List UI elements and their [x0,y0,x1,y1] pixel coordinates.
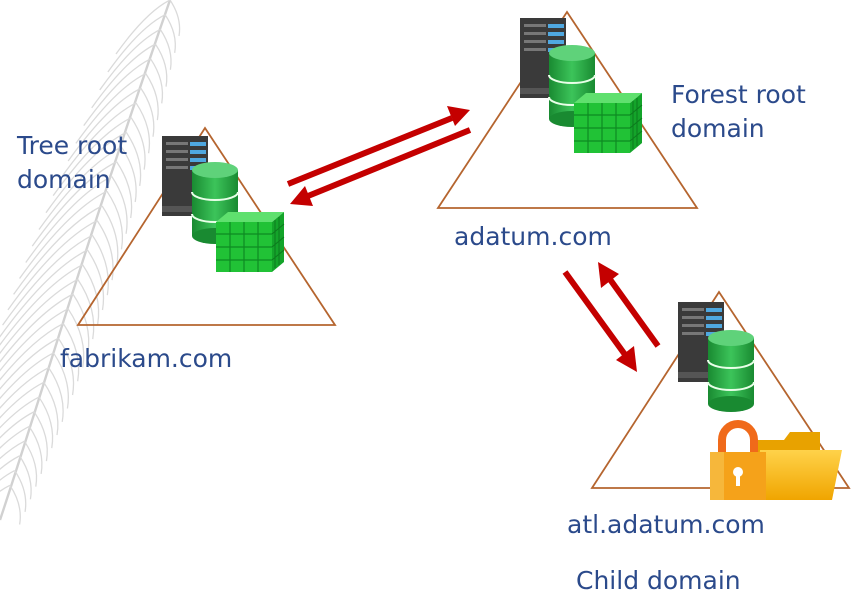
database-icon [707,330,755,412]
adatum-domain-label: adatum.com [454,222,612,251]
forest-root-label: Forest root domain [671,78,806,146]
object-cube-icon [574,93,643,153]
tree-root-line-2: domain [17,165,111,194]
lock-icon [710,420,766,500]
arrow-to-fabrikam [290,127,472,206]
tree-root-label: Tree root domain [17,129,127,197]
feather-decoration [0,0,181,525]
atl-domain-label: atl.adatum.com [567,510,765,539]
arrow-to-adatum [286,106,470,187]
child-domain-label: Child domain [576,566,741,595]
trust-arrows [286,106,661,372]
fabrikam-domain-label: fabrikam.com [60,344,233,373]
tree-root-line-1: Tree root [17,131,128,160]
folder-icon [756,432,842,500]
arrow-to-adatum-from-atl [598,262,661,348]
arrow-to-atl [562,270,637,372]
forest-root-line-2: domain [671,114,765,143]
forest-root-line-1: Forest root [671,80,806,109]
object-cube-icon [216,212,285,272]
